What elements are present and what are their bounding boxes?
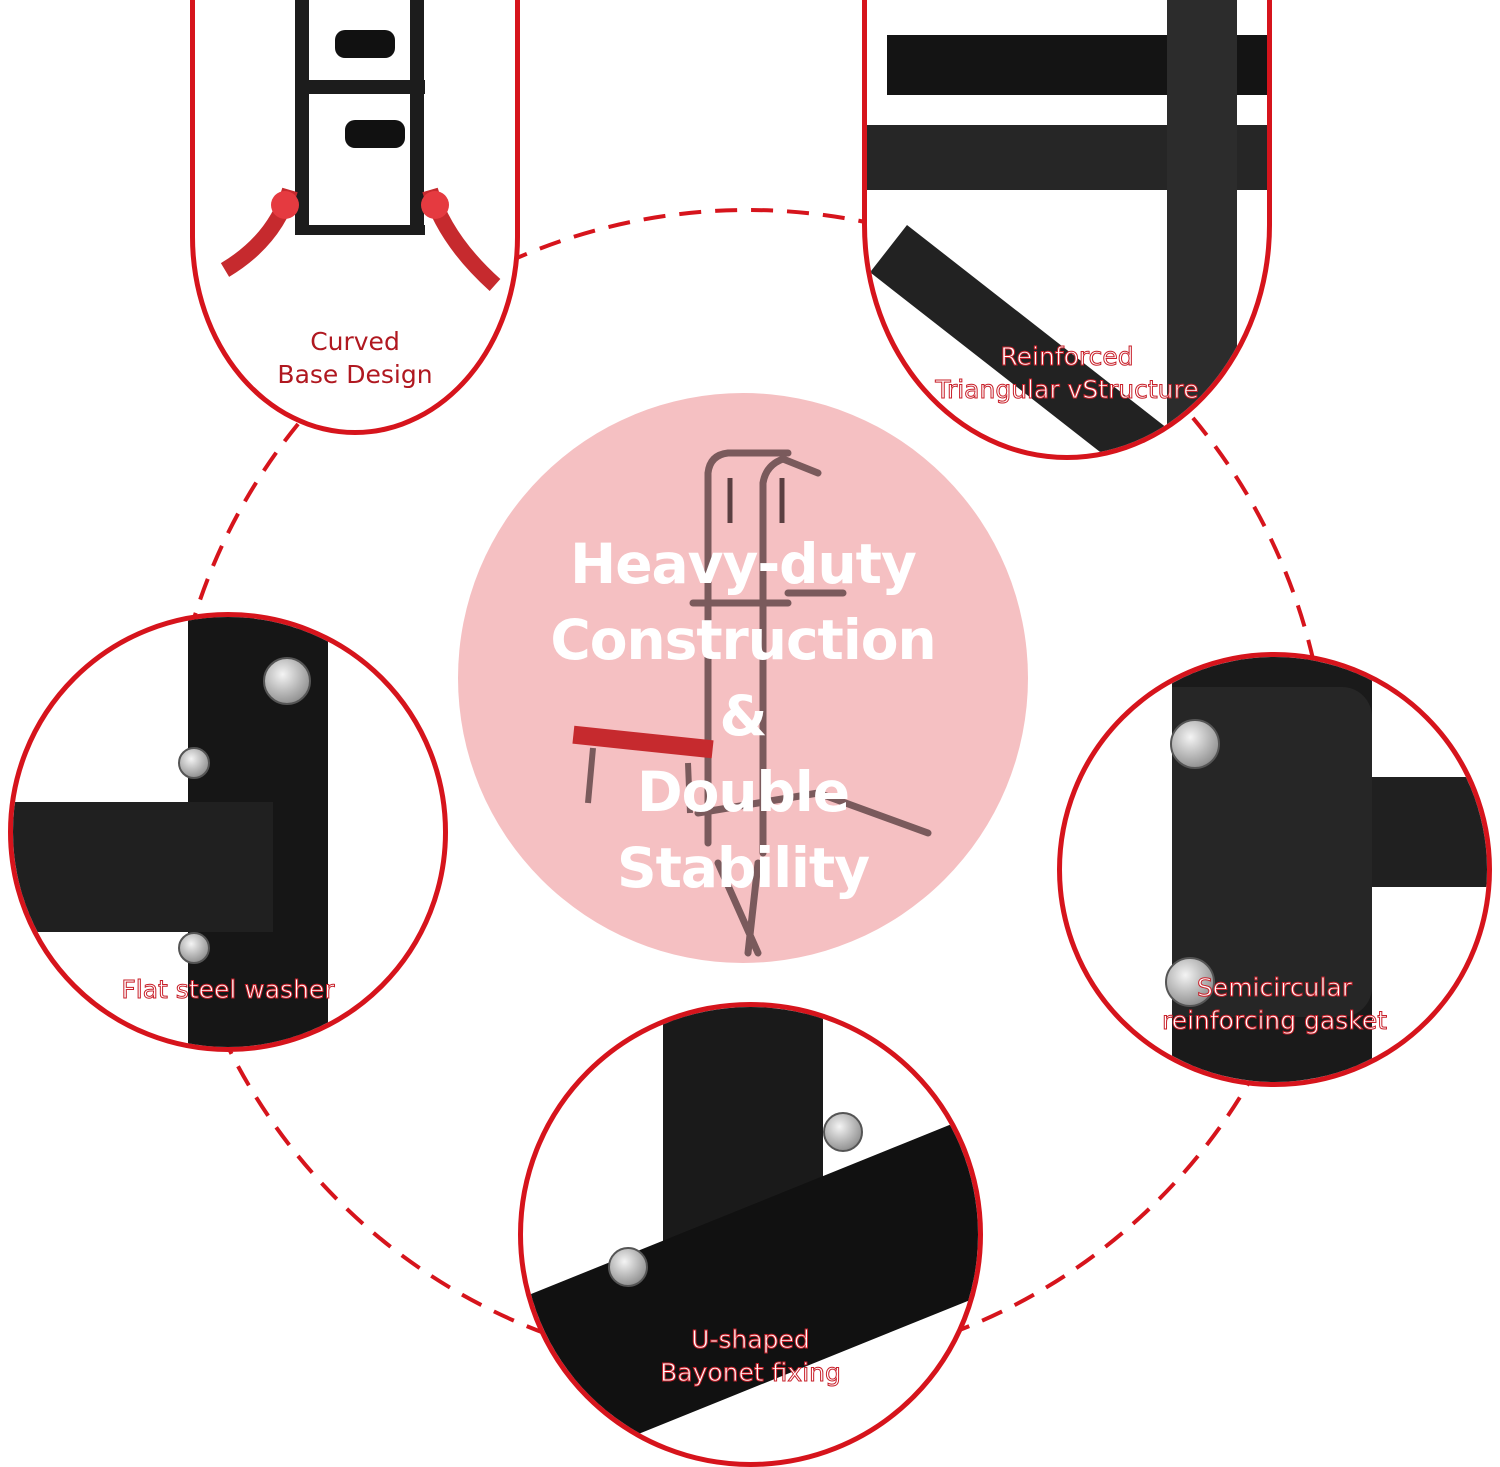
center-product-circle: Heavy-duty Construction & Double Stabili… (458, 393, 1028, 963)
headline-line-1: Heavy-duty (570, 532, 917, 596)
frame-upright (1167, 0, 1237, 455)
label-triangular-structure: Reinforced Triangular vStructure (935, 342, 1199, 405)
hex-nut (608, 1247, 648, 1287)
label-curved-base: Curved Base Design (277, 327, 433, 389)
hex-bolt (263, 657, 311, 705)
hex-bolt (1170, 719, 1220, 769)
hex-bolt (1165, 957, 1215, 1007)
headline-line-3: & (719, 684, 768, 748)
label-semicircular-gasket: Semicircular reinforcing gasket (1161, 973, 1388, 1036)
label-u-bayonet: U-shaped Bayonet fixing (660, 1325, 842, 1388)
headline-line-4: Double (636, 760, 850, 824)
label-flat-washer: Flat steel washer (121, 975, 335, 1005)
power-tower-illustration (572, 449, 932, 957)
headline-line-5: Stability (616, 836, 870, 900)
detail-triangular-structure: Reinforced Triangular vStructure (862, 0, 1272, 460)
side-beam (1372, 777, 1487, 887)
center-headline: Heavy-duty Construction & Double Stabili… (458, 526, 1028, 906)
hex-nut (178, 932, 210, 964)
crossbar-tube (13, 802, 273, 932)
headline-line-2: Construction (550, 608, 936, 672)
hex-nut (823, 1112, 863, 1152)
detail-flat-washer: Flat steel washer (8, 612, 448, 1052)
detail-semicircular-gasket: Semicircular reinforcing gasket (1057, 652, 1492, 1087)
detail-u-bayonet: U-shaped Bayonet fixing (518, 1002, 983, 1467)
curved-base-photo (220, 0, 501, 291)
detail-curved-base: Curved Base Design (190, 0, 520, 435)
hex-nut (178, 747, 210, 779)
